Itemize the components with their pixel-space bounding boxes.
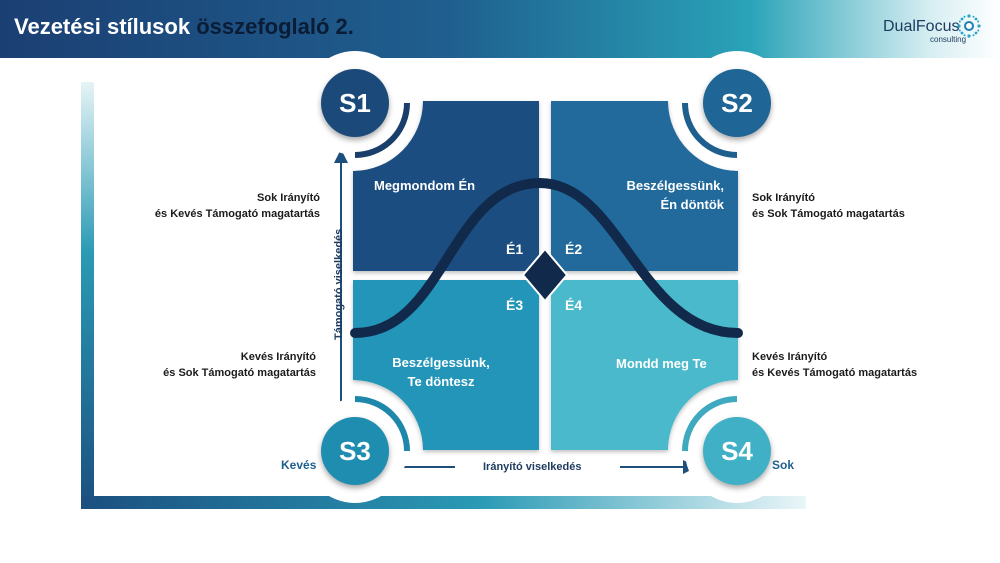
readiness-e1: É1 — [506, 241, 524, 257]
axis-low-label: Kevés — [281, 458, 317, 472]
style-code-s1: S1 — [339, 87, 371, 118]
axis-high-label: Sok — [772, 458, 795, 472]
side-label-bottom-left-line2: és Sok Támogató magatartás — [163, 367, 316, 379]
readiness-e3: É3 — [506, 297, 524, 313]
style-circle-s3: S3 — [321, 417, 389, 485]
style-code-s3: S3 — [339, 435, 371, 466]
frame-horizontal-bar — [81, 496, 806, 509]
ring-s2-arc — [682, 102, 738, 158]
side-label-bottom-left-line1: Kevés Irányító — [240, 351, 316, 363]
company-logo: DualFocus consulting — [880, 14, 990, 50]
title-main: Vezetési stílusok — [14, 14, 197, 39]
quadrant-s3-label: Beszélgessünk, Te döntesz — [376, 353, 506, 391]
title-accent: összefoglaló 2. — [196, 14, 354, 39]
y-axis-title: Támogató viselkedés — [333, 228, 345, 340]
ring-s3-arc — [354, 396, 410, 452]
frame-vertical-bar — [81, 82, 94, 509]
logo-burst-icon — [957, 14, 981, 38]
center-diamond — [521, 247, 569, 303]
x-axis-title: Irányító viselkedés — [483, 461, 582, 473]
side-label-top-left: Sok Irányító és Kevés Támogató magatartá… — [110, 190, 320, 222]
side-label-top-right: Sok Irányító és Sok Támogató magatartás — [752, 190, 905, 222]
side-label-top-right-line2: és Sok Támogató magatartás — [752, 208, 905, 220]
ring-s1-arc — [354, 102, 410, 158]
quadrant-s1-line1: Megmondom Én — [374, 178, 476, 193]
style-circle-s2: S2 — [703, 69, 771, 137]
quadrant-s1 — [353, 101, 539, 271]
ring-s4-arc — [682, 396, 738, 452]
side-label-bottom-right: Kevés Irányító és Kevés Támogató magatar… — [752, 349, 917, 381]
style-circle-s1: S1 — [321, 69, 389, 137]
quadrant-s1-label: Megmondom Én — [374, 176, 475, 195]
quadrant-s4-line1: Mondd meg Te — [616, 356, 707, 371]
quadrant-s2-label: Beszélgessünk, Én döntök — [604, 176, 724, 214]
readiness-e2: É2 — [565, 241, 583, 257]
quadrant-s2-line1: Beszélgessünk, — [626, 178, 724, 193]
side-label-bottom-right-line2: és Kevés Támogató magatartás — [752, 367, 918, 379]
development-curve — [350, 177, 743, 338]
page-title: Vezetési stílusok összefoglaló 2. — [14, 14, 354, 40]
header-bar: Vezetési stílusok összefoglaló 2. DualFo… — [0, 0, 1000, 58]
quadrant-s2-line2: Én döntök — [660, 197, 724, 212]
style-circle-s4: S4 — [703, 417, 771, 485]
side-label-bottom-left: Kevés Irányító és Sok Támogató magatartá… — [110, 349, 316, 381]
side-label-top-right-line1: Sok Irányító — [752, 192, 815, 204]
quadrant-s4-label: Mondd meg Te — [616, 354, 707, 373]
quadrant-s2 — [551, 101, 738, 271]
side-label-top-left-line1: Sok Irányító — [257, 192, 320, 204]
readiness-e4: É4 — [565, 297, 583, 313]
style-code-s4: S4 — [721, 435, 753, 466]
logo-subtitle: consulting — [930, 35, 967, 44]
quadrant-s3-line1: Beszélgessünk, — [392, 355, 490, 370]
style-code-s2: S2 — [721, 87, 753, 118]
side-label-top-left-line2: és Kevés Támogató magatartás — [154, 208, 320, 220]
logo-name: DualFocus — [883, 18, 960, 35]
quadrant-s3-line2: Te döntesz — [407, 374, 475, 389]
side-label-bottom-right-line1: Kevés Irányító — [752, 351, 828, 363]
